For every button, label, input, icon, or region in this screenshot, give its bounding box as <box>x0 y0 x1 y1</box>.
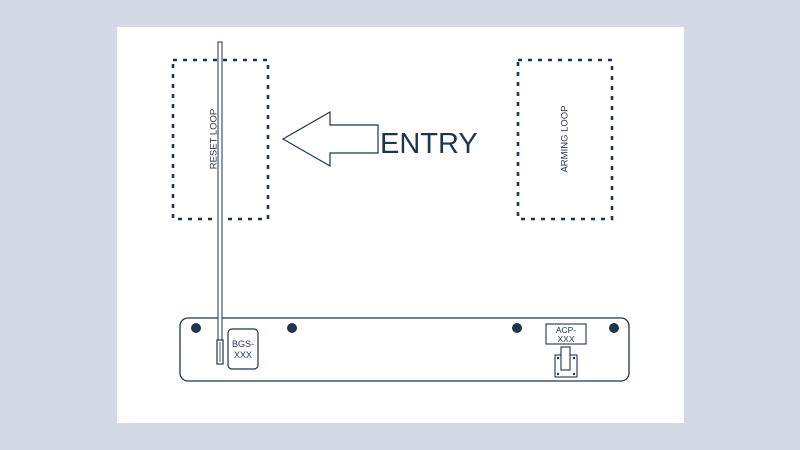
arming-loop-label: ARMING LOOP <box>560 105 571 172</box>
barrier-gate-unit: BGS- XXX <box>227 328 259 370</box>
island-bolt-2 <box>287 323 297 333</box>
island-outline <box>179 317 630 382</box>
acp-label-line2: XXX <box>557 334 574 344</box>
island-bolt-1 <box>191 323 201 333</box>
island <box>179 317 630 382</box>
access-control-pedestal: ACP- XXX <box>545 323 587 378</box>
acp-label-box <box>545 323 587 345</box>
arming-loop: ARMING LOOP <box>516 58 614 221</box>
island-bolt-3 <box>512 323 522 333</box>
acp-bolt-1 <box>556 356 560 360</box>
entry-arrow-icon <box>281 110 379 168</box>
acp-post <box>560 346 571 371</box>
acp-bolt-2 <box>572 356 576 360</box>
bgs-housing <box>227 328 259 370</box>
bgs-label-line1: BGS- <box>232 339 254 349</box>
island-bolt-4 <box>609 323 619 333</box>
reset-loop-label: RESET LOOP <box>209 109 220 170</box>
gate-arm <box>216 41 224 365</box>
bgs-label-line2: XXX <box>234 350 252 360</box>
acp-bolt-3 <box>556 372 560 376</box>
entry-label: ENTRY <box>380 128 478 160</box>
entry-indicator: ENTRY <box>281 110 478 168</box>
gate-arm-boom <box>217 41 223 365</box>
acp-label-line1: ACP- <box>556 325 576 335</box>
arming-loop-outline <box>516 58 614 221</box>
acp-bolt-4 <box>572 372 576 376</box>
